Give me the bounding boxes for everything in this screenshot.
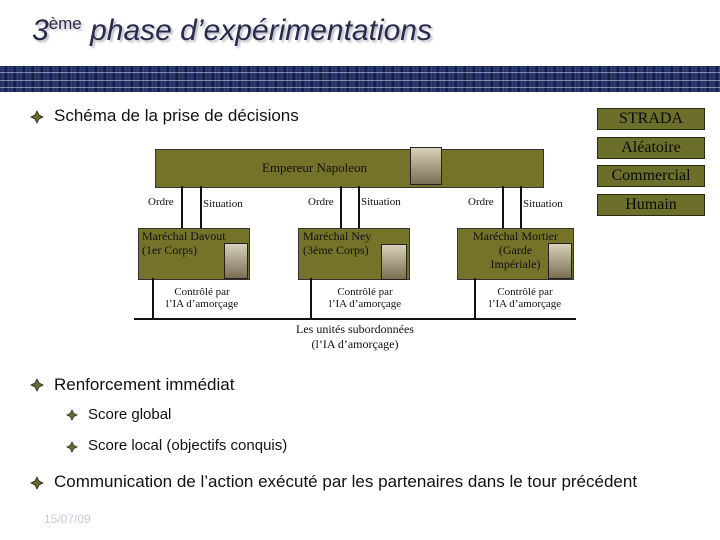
emperor-label: Empereur Napoleon xyxy=(262,160,368,175)
fleur-bullet-icon xyxy=(30,110,44,124)
mortier-label: Maréchal Mortier (Garde Impériale) xyxy=(473,229,558,271)
connector xyxy=(310,278,312,318)
situation-label: Situation xyxy=(361,196,401,208)
ney-control: Contrôlé par l’IA d’amorçage xyxy=(328,286,402,310)
situation-label: Situation xyxy=(203,198,243,210)
ney-label: Maréchal Ney (3ème Corps) xyxy=(303,229,372,257)
napoleon-portrait xyxy=(410,147,442,185)
header-bar-stripe xyxy=(0,72,720,73)
connector xyxy=(358,186,360,228)
connector xyxy=(520,186,522,228)
header-bar-stripe xyxy=(0,87,720,88)
footer-date: 15/07/09 xyxy=(44,512,91,526)
tag-aleatoire: Aléatoire xyxy=(597,137,705,159)
connector xyxy=(200,186,202,228)
situation-label: Situation xyxy=(523,198,563,210)
connector xyxy=(152,278,154,318)
davout-portrait xyxy=(224,243,248,279)
section-communication: Communication de l’action exécuté par le… xyxy=(54,472,638,491)
connector xyxy=(474,278,476,318)
units-label: Les unités subordonnées (l’IA d’amorçage… xyxy=(296,322,414,351)
tag-strada: STRADA xyxy=(597,108,705,130)
connector xyxy=(340,186,342,228)
section-decision-schema: Schéma de la prise de décisions xyxy=(54,106,299,125)
ordre-label: Ordre xyxy=(148,196,174,208)
tag-humain: Humain xyxy=(597,194,705,216)
ney-portrait xyxy=(381,244,407,280)
ordre-label: Ordre xyxy=(308,196,334,208)
section-reinforcement: Renforcement immédiat xyxy=(54,375,235,394)
davout-control: Contrôlé par l’IA d’amorçage xyxy=(165,286,239,310)
davout-label: Maréchal Davout (1er Corps) xyxy=(142,229,226,257)
emperor-box xyxy=(155,149,544,188)
units-line xyxy=(134,318,576,320)
header-bar-stripe xyxy=(0,80,720,81)
score-local: Score local (objectifs conquis) xyxy=(88,437,288,454)
page-title: 3ème phase d’expérimentations xyxy=(32,14,432,47)
fleur-bullet-icon xyxy=(66,441,78,453)
fleur-bullet-icon xyxy=(30,378,44,392)
header-bar xyxy=(0,66,720,92)
mortier-portrait xyxy=(548,243,572,279)
ordre-label: Ordre xyxy=(468,196,494,208)
fleur-bullet-icon xyxy=(66,409,78,421)
davout-box: Maréchal Davout (1er Corps) xyxy=(138,228,250,280)
fleur-bullet-icon xyxy=(30,476,44,490)
mortier-control: Contrôlé par l’IA d’amorçage xyxy=(488,286,562,310)
score-global: Score global xyxy=(88,406,172,423)
connector xyxy=(502,186,504,228)
connector xyxy=(181,186,183,228)
tag-commercial: Commercial xyxy=(597,165,705,187)
